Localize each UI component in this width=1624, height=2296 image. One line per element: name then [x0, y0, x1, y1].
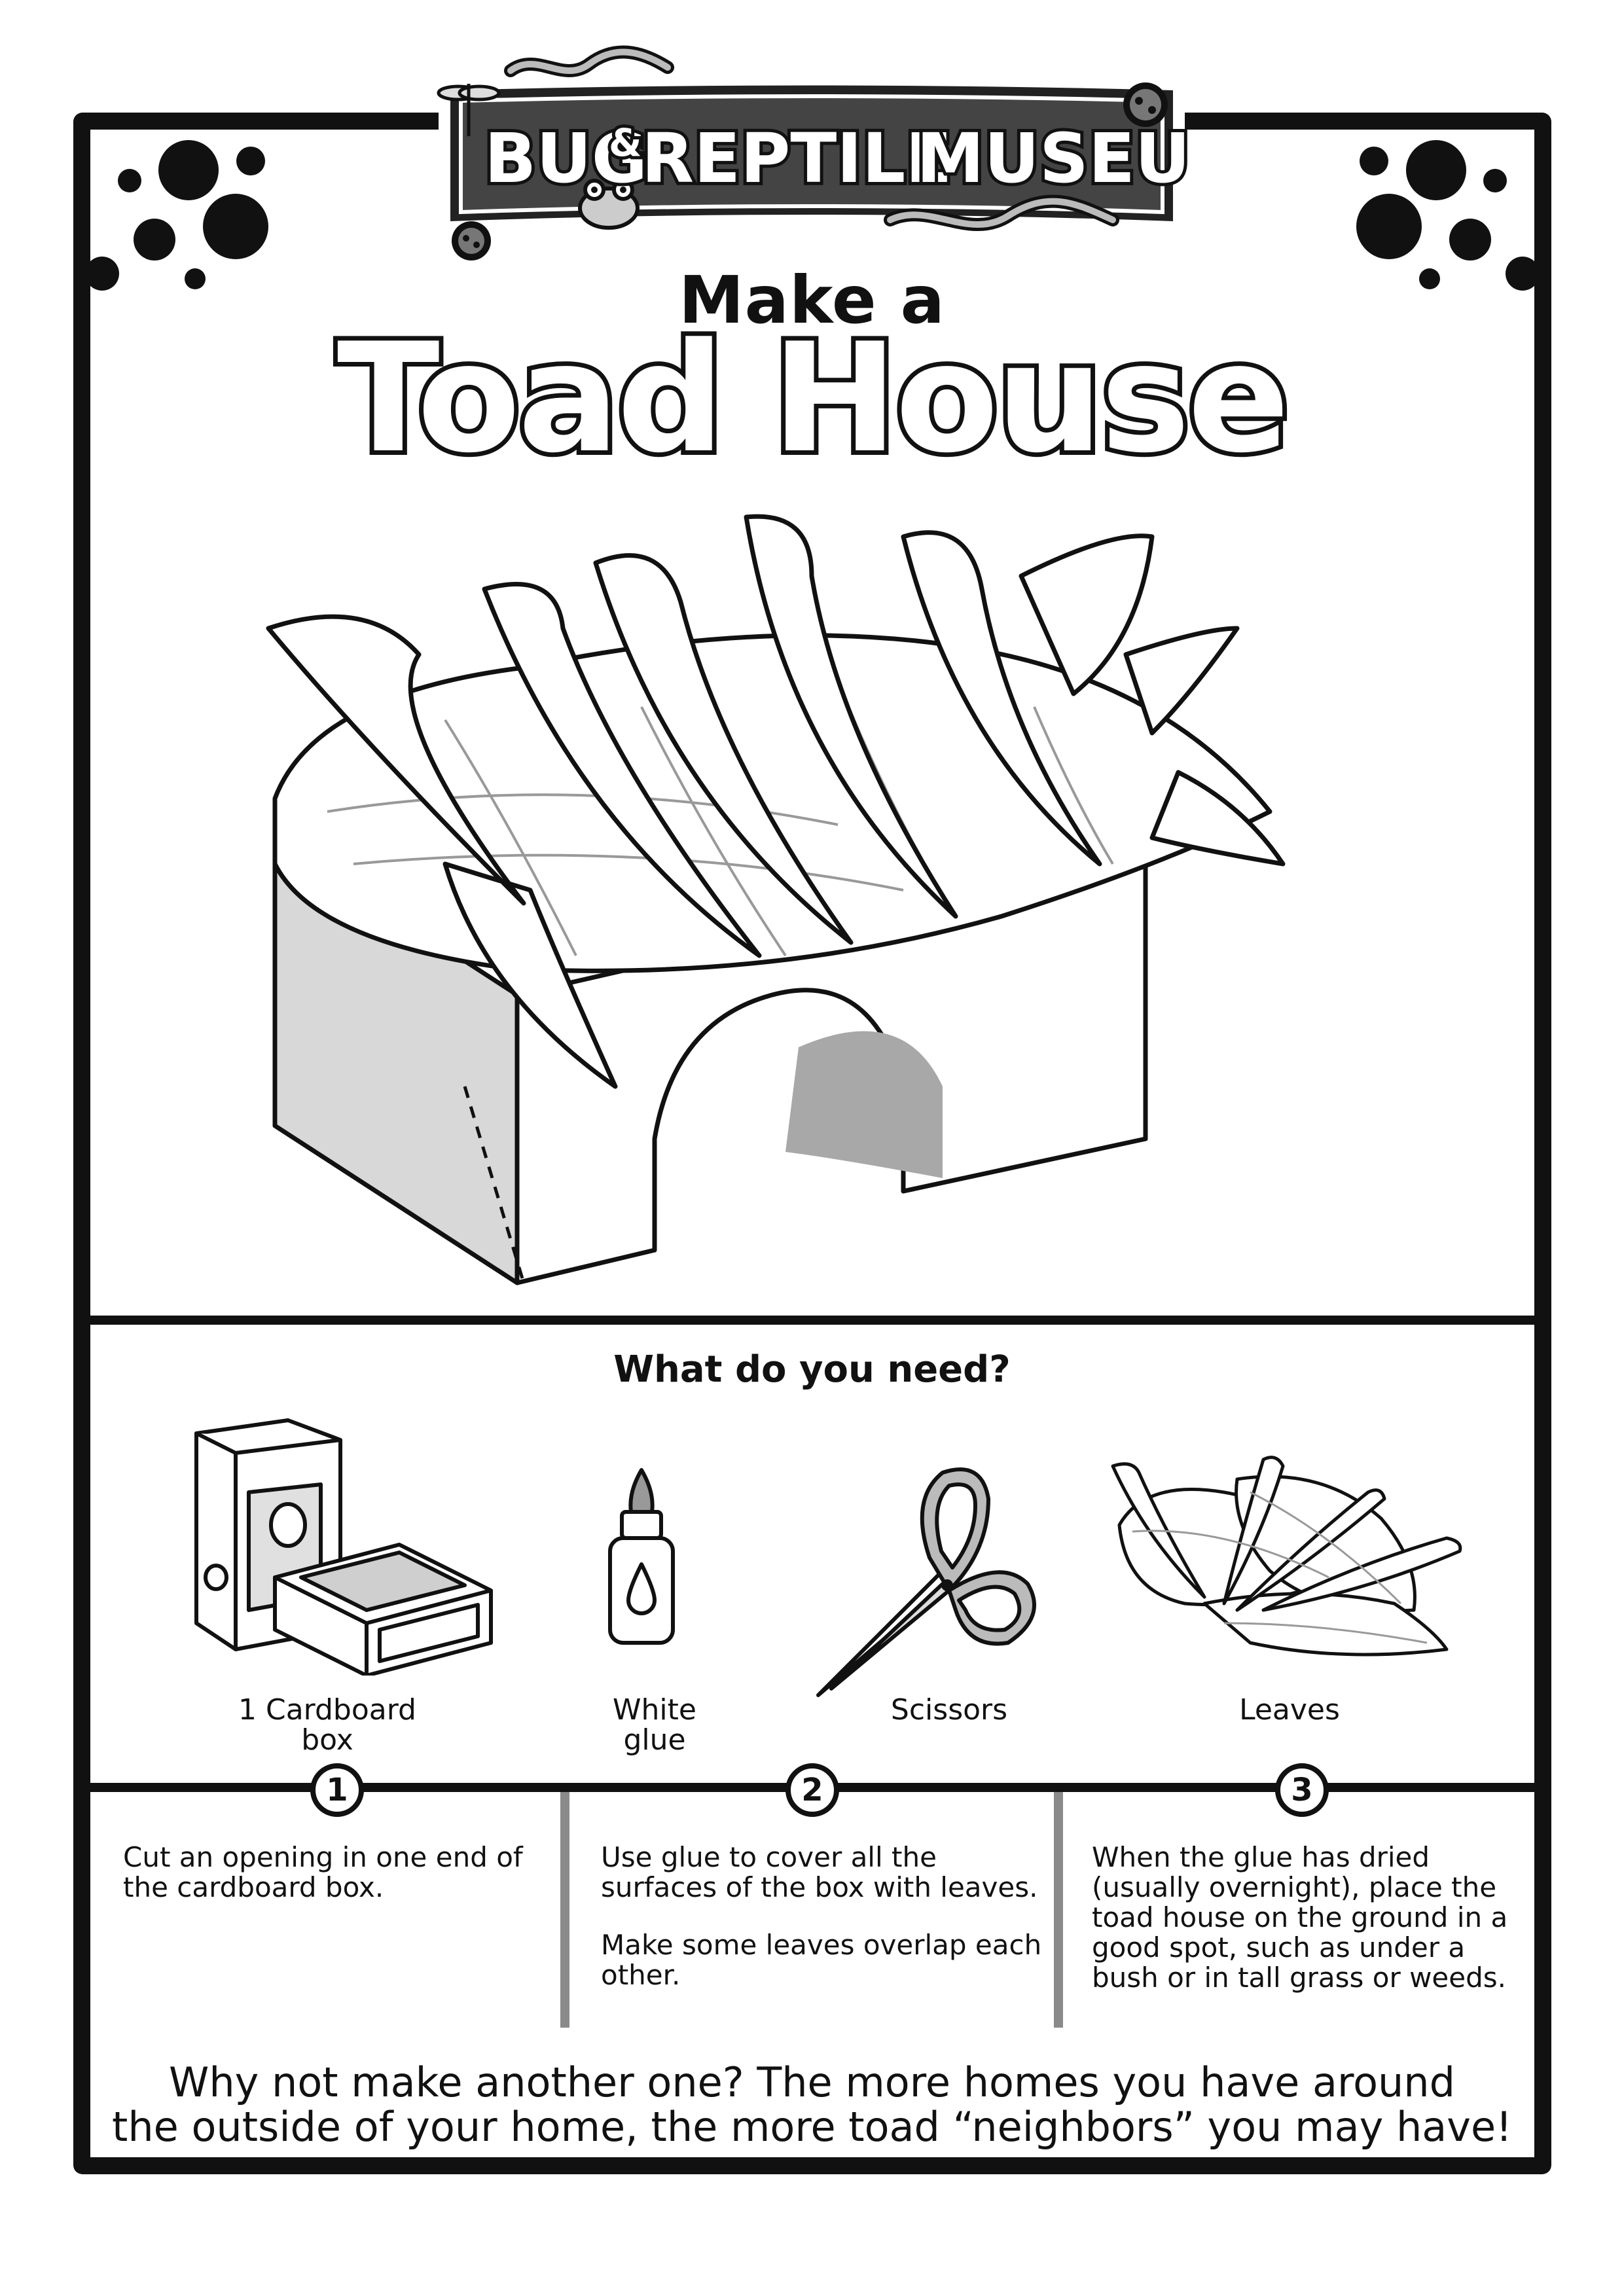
logo-word-reptile: REPTILE — [641, 118, 952, 198]
step-number-2: 2 — [785, 1763, 839, 1817]
cardboard-box-icon — [194, 1418, 493, 1676]
dots-decoration-left — [90, 140, 268, 291]
leaves-icon — [1111, 1456, 1462, 1657]
scissors-icon — [816, 1467, 1036, 1697]
toad-house-illustration — [266, 514, 1286, 1285]
step-3-text: When the glue has dried (usually overnig… — [1092, 1841, 1508, 1994]
needs-heading: What do you need? — [613, 1348, 1011, 1391]
step-2-text: Use glue to cover all the surfaces of th… — [601, 1841, 1042, 1991]
supply-label-cardboard-box: 1 Cardboard box — [238, 1693, 416, 1757]
step-divider-2 — [1054, 1792, 1063, 2028]
step-divider-1 — [560, 1792, 569, 2028]
title-prefix: Make a — [679, 262, 945, 338]
glue-bottle-icon — [608, 1468, 675, 1645]
section-divider-top — [90, 1316, 1534, 1325]
supply-label-leaves: Leaves — [1239, 1693, 1340, 1727]
page-title: Toad House — [333, 310, 1294, 489]
dots-decoration-right — [1356, 140, 1534, 291]
step-1-text: Cut an opening in one end of the cardboa… — [123, 1841, 523, 1903]
step-number-3: 3 — [1275, 1763, 1329, 1817]
supply-label-glue: White glue — [613, 1693, 696, 1757]
logo-ampersand: & — [609, 120, 642, 165]
step-number-1: 1 — [310, 1763, 364, 1817]
supply-label-scissors: Scissors — [890, 1693, 1008, 1727]
footer-message: Why not make another one? The more homes… — [112, 2058, 1512, 2151]
logo-word-bug: BUG — [484, 118, 647, 198]
